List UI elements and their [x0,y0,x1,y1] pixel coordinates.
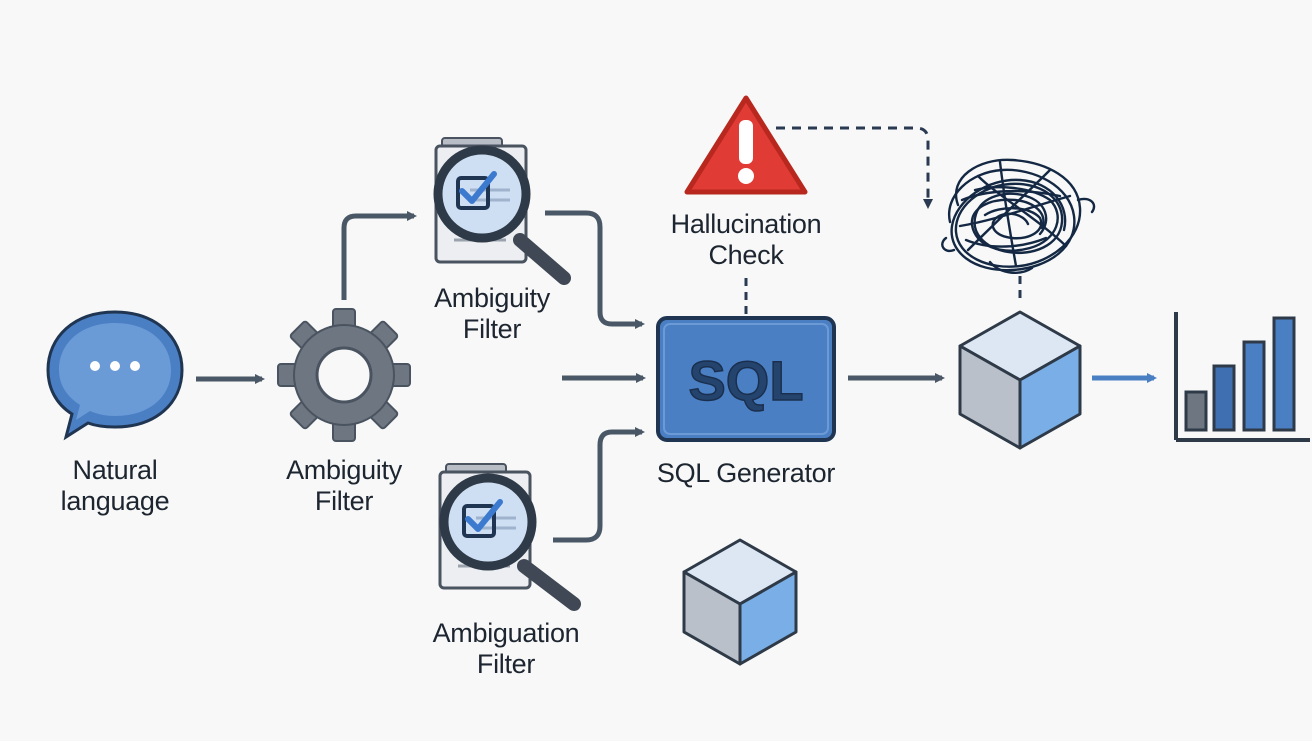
label-line: Hallucination [670,209,822,239]
cube-icon [958,310,1082,450]
label-line: Ambiguation [432,618,580,648]
label-ambiguation-filter: Ambiguation Filter [406,618,606,680]
label-ambiguity-filter-gear: Ambiguity Filter [264,455,424,517]
dashed-link-warning-to-tangle [776,126,933,209]
arrow-top-filter-to-sql [545,210,645,329]
cube-icon [682,538,798,666]
bar-chart-icon [1174,312,1310,442]
label-line: Ambiguity [434,283,550,313]
label-hallucination-check: Hallucination Check [646,209,846,271]
warning-triangle-icon [684,95,808,195]
tangle-scribble-icon [941,158,1096,274]
magnifier-checklist-icon [438,463,581,611]
label-natural-language: Natural language [40,455,190,517]
label-line: Filter [462,314,522,344]
arrow-bottom-filter-to-sql [553,427,645,543]
label-line: Natural [72,455,158,485]
sql-box-text: SQL [688,349,803,412]
label-line: Filter [314,486,374,516]
label-sql-generator: SQL Generator [636,458,856,489]
label-line: Filter [476,649,536,679]
sql-box-icon: SQL [656,316,836,442]
chat-bubble-icon [46,310,184,441]
arrow-gear-to-top-filter [341,211,417,300]
label-line: SQL Generator [656,458,836,488]
label-line: language [60,486,170,516]
label-ambiguity-filter-top: Ambiguity Filter [412,283,572,345]
label-line: Check [708,240,784,270]
label-line: Ambiguity [286,455,402,485]
gear-icon [277,308,411,442]
magnifier-checklist-icon [433,137,571,285]
